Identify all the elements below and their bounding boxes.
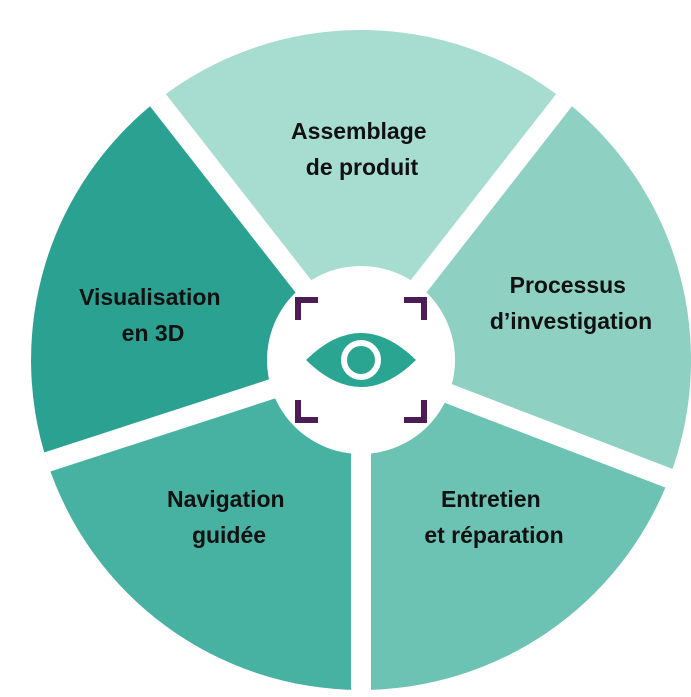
eye-pupil-ring xyxy=(341,340,381,380)
eye-focus-icon xyxy=(295,297,427,423)
focus-frame-icon xyxy=(295,297,427,423)
segment-assemblage xyxy=(157,30,565,361)
segment-label-navigation: Navigation guidée xyxy=(167,486,291,548)
segment-entretien xyxy=(361,360,670,690)
segment-labels: Assemblage de produit Processus d’invest… xyxy=(79,118,652,548)
segment-label-entretien: Entretien et réparation xyxy=(424,486,563,548)
eye-icon xyxy=(306,333,416,387)
segment-label-processus: Processus d’investigation xyxy=(490,272,652,334)
segment-label-visualisation: Visualisation en 3D xyxy=(79,284,227,346)
segment-label-assemblage: Assemblage de produit xyxy=(291,118,433,180)
